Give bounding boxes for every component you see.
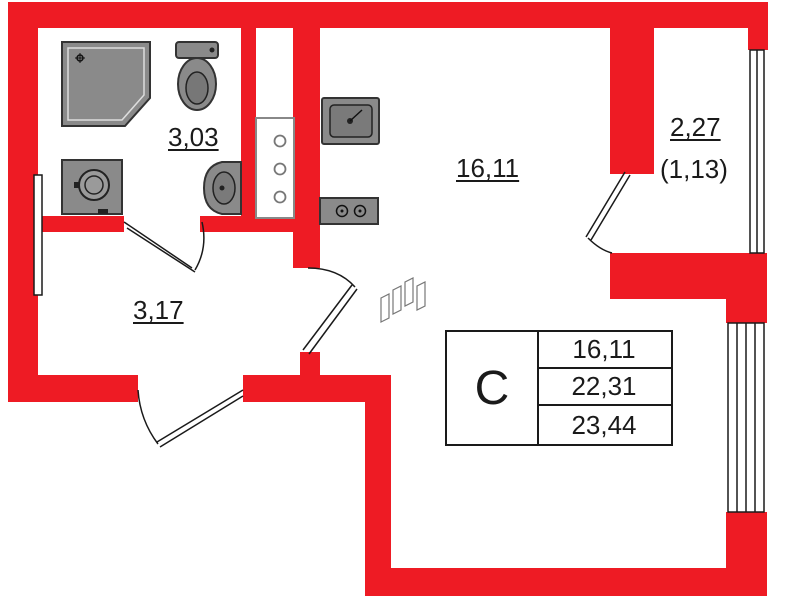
left-window	[33, 174, 43, 296]
bathroom-area-label: 3,03	[168, 122, 219, 152]
balcony-door	[585, 171, 631, 254]
entrance-door	[137, 389, 244, 448]
radiator-icon	[380, 277, 426, 323]
walls	[8, 2, 768, 596]
legend-total-with-balcony: 23,44	[571, 409, 637, 440]
wall-hall-right-stub	[300, 352, 320, 402]
stove-icon	[319, 197, 379, 225]
main-room-area-label: 16,11	[456, 153, 520, 183]
wall-right-lower	[726, 253, 767, 323]
wall-bath-bottom-2	[200, 216, 320, 232]
wall-balcony-top-right	[748, 2, 768, 50]
legend-living-area: 16,11	[537, 332, 671, 369]
right-window	[727, 322, 765, 513]
area-legend: С 16,11 22,31 23,44	[445, 330, 673, 446]
wall-bath-bottom	[38, 216, 124, 232]
toilet-icon	[175, 41, 219, 111]
bathroom-door	[123, 221, 205, 273]
balcony-reduced-area-label: (1,13)	[660, 154, 728, 184]
legend-total-area: 22,31	[537, 369, 671, 406]
wall-right-corner	[726, 512, 767, 596]
hallway-area-label: 3,17	[133, 295, 184, 325]
sink-icon	[202, 161, 242, 215]
apartment-type: С	[447, 332, 539, 444]
shower-icon	[61, 41, 151, 127]
kitchen-sink-icon	[321, 97, 380, 145]
wall-bottom	[365, 568, 767, 596]
wall-left	[8, 2, 38, 402]
ventilation-shaft-icon	[255, 117, 295, 219]
wall-step-down	[365, 375, 391, 585]
balcony-window	[749, 49, 765, 254]
wall-bottom-left	[8, 375, 138, 402]
washing-machine-icon	[61, 159, 123, 215]
room-door	[302, 267, 358, 355]
wall-balcony-left-top	[610, 28, 654, 174]
balcony-area-label: 2,27	[670, 112, 721, 142]
wall-bath-right	[241, 28, 256, 218]
wall-top	[8, 2, 768, 28]
